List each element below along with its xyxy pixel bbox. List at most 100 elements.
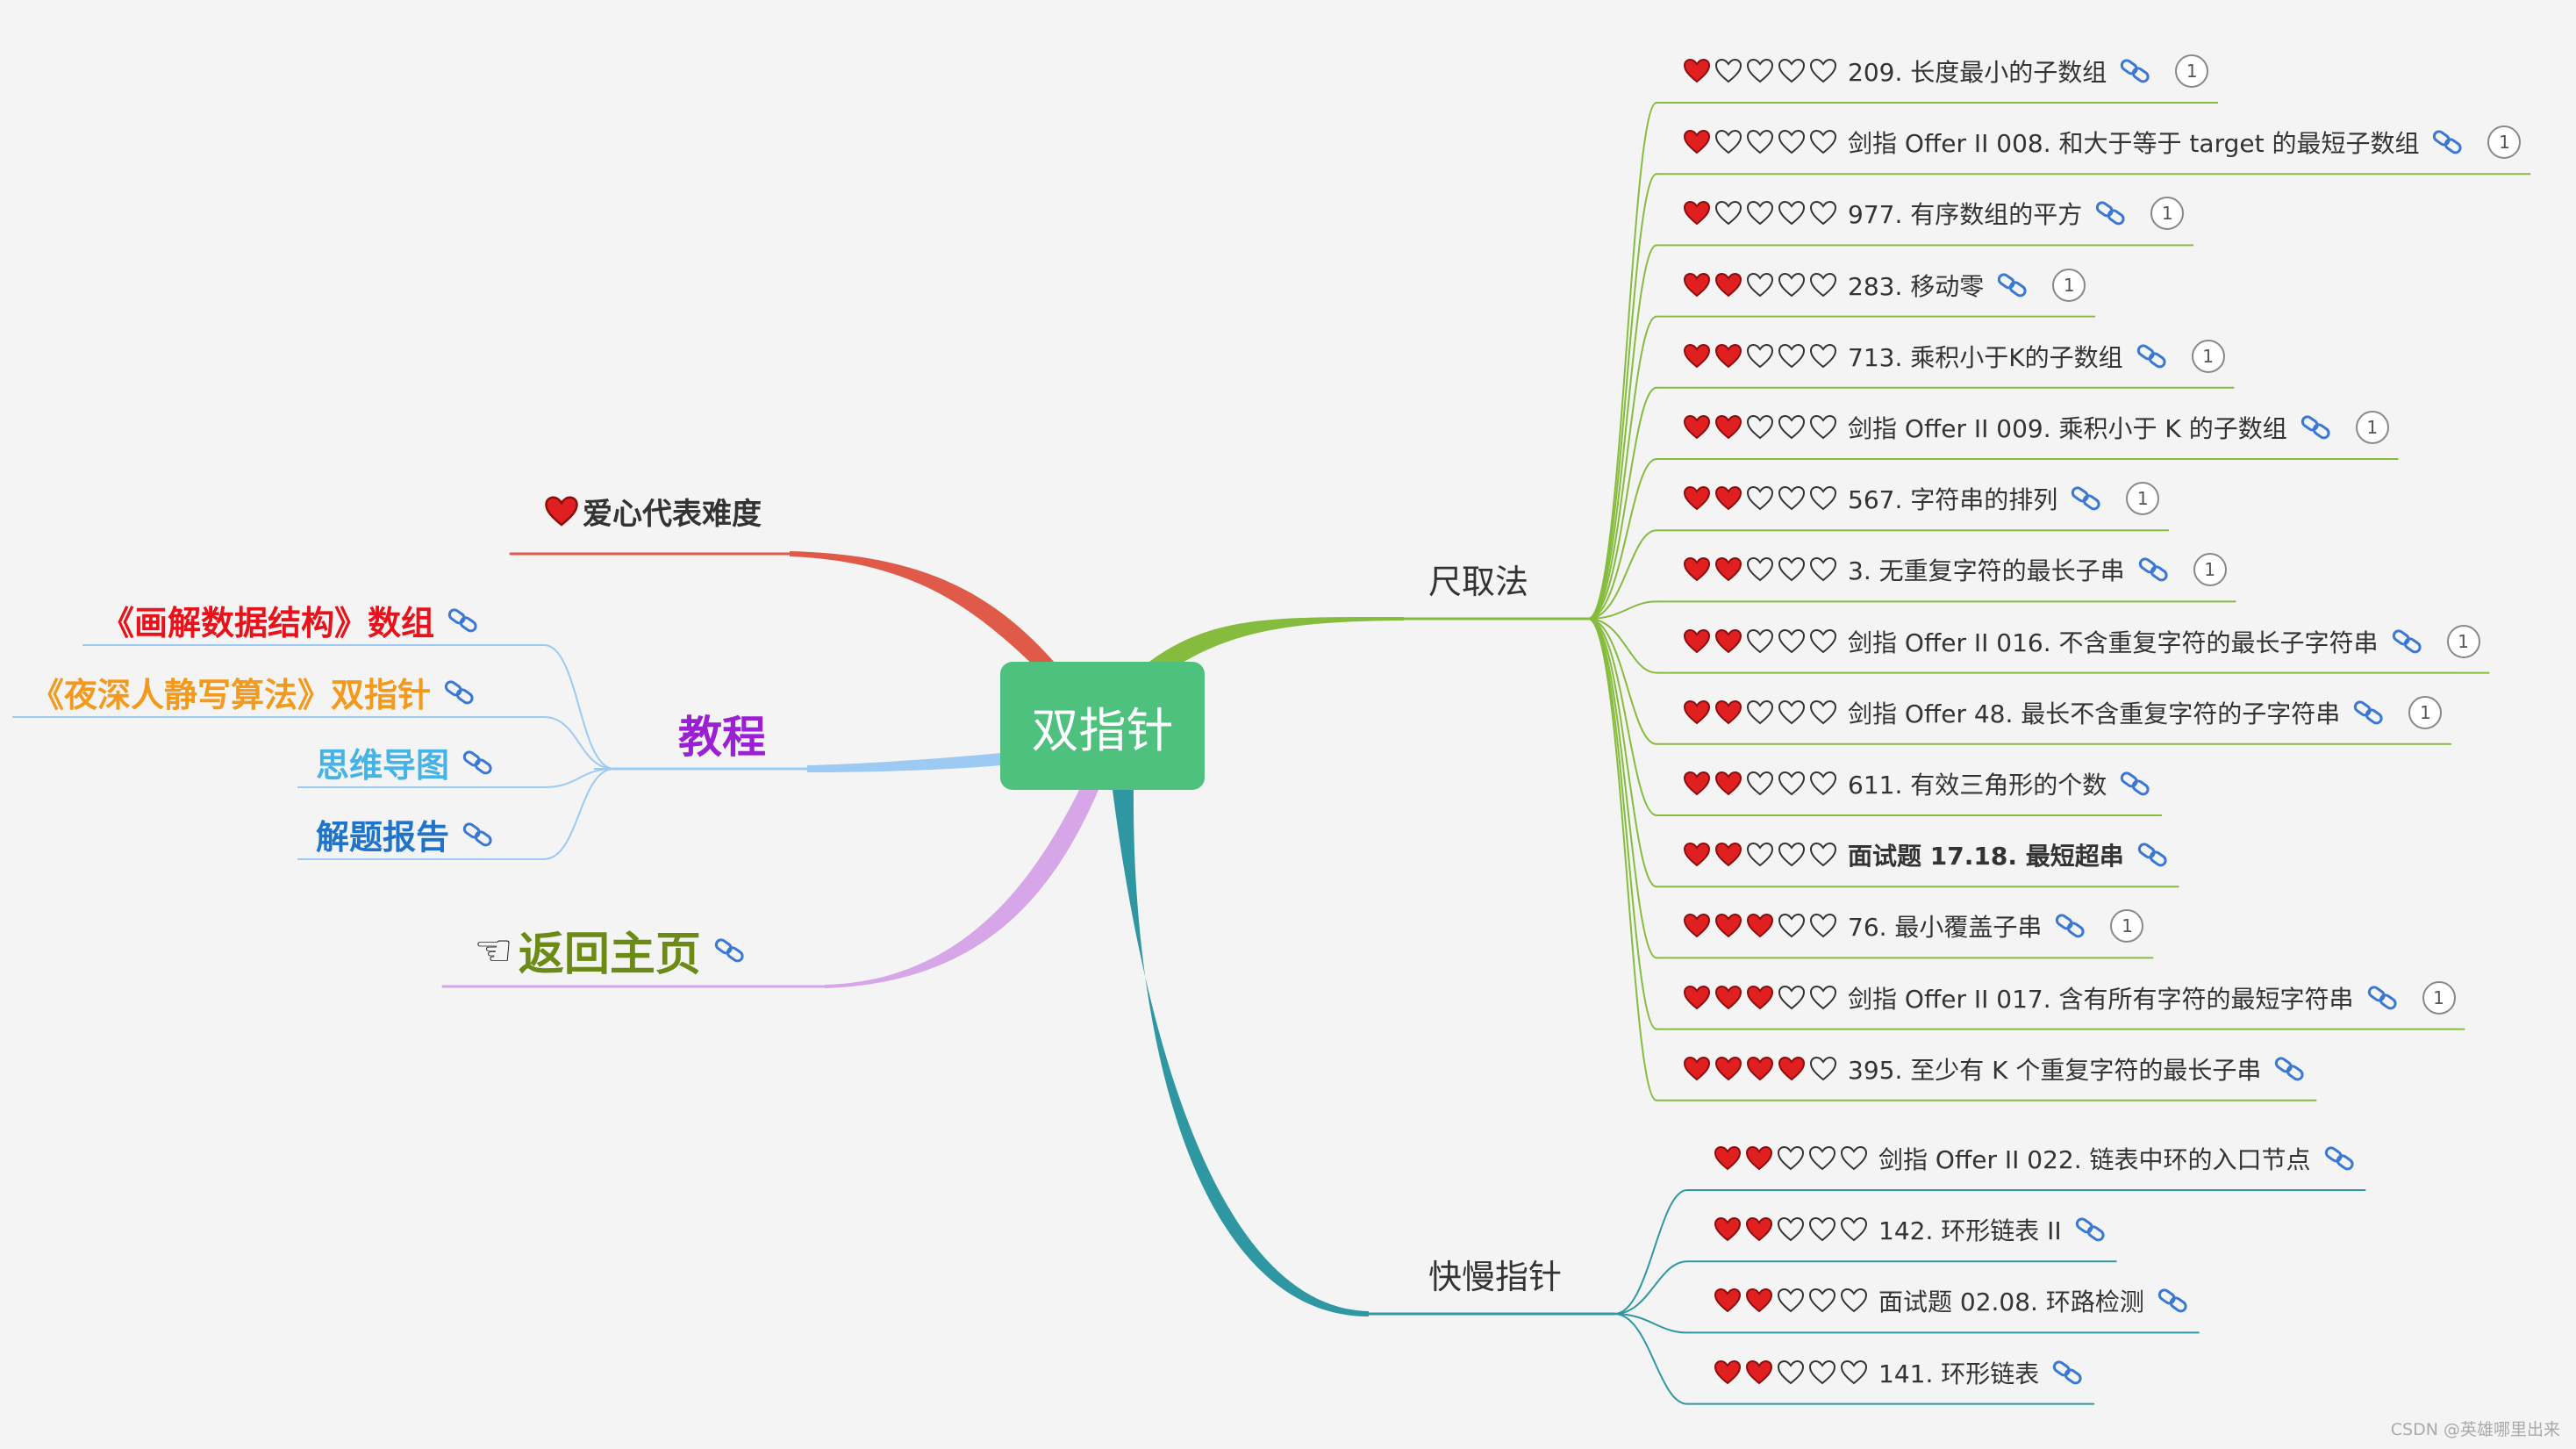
- leaf-node[interactable]: 209. 长度最小的子数组 1: [1683, 54, 2209, 89]
- filled-heart-icon: [1714, 557, 1742, 582]
- problem-title[interactable]: 567. 字符串的排列: [1848, 485, 2058, 515]
- link-icon[interactable]: [2352, 696, 2386, 729]
- legend-node[interactable]: 爱心代表难度: [544, 490, 762, 533]
- problem-title[interactable]: 713. 乘积小于K的子数组: [1848, 342, 2123, 372]
- problem-title[interactable]: 3. 无重复字符的最长子串: [1848, 556, 2125, 586]
- link-icon[interactable]: [713, 934, 747, 967]
- empty-heart-icon: [1809, 914, 1837, 938]
- link-icon[interactable]: [2054, 909, 2087, 943]
- link-icon[interactable]: [443, 676, 476, 709]
- link-icon[interactable]: [1996, 269, 2029, 302]
- branch-label-sliding[interactable]: 尺取法: [1428, 563, 1529, 601]
- link-icon[interactable]: [2137, 553, 2171, 586]
- problem-title[interactable]: 剑指 Offer II 008. 和大于等于 target 的最短子数组: [1848, 129, 2420, 159]
- tutorial-item[interactable]: 《夜深人静写算法》双指针: [31, 668, 476, 716]
- comment-count-badge[interactable]: 1: [2355, 411, 2389, 444]
- link-icon[interactable]: [2070, 482, 2103, 515]
- tutorial-link-text[interactable]: 《夜深人静写算法》双指针: [31, 676, 432, 714]
- tutorial-item[interactable]: 解题报告: [316, 810, 495, 858]
- problem-title[interactable]: 209. 长度最小的子数组: [1848, 58, 2107, 87]
- empty-heart-icon: [1778, 58, 1806, 83]
- home-node[interactable]: ☜返回主页: [474, 917, 747, 983]
- comment-count-badge[interactable]: 1: [2175, 54, 2209, 88]
- link-icon[interactable]: [447, 604, 480, 637]
- leaf-node[interactable]: 剑指 Offer 48. 最长不含重复字符的子字符串 1: [1683, 695, 2443, 730]
- comment-count-badge[interactable]: 1: [2408, 695, 2443, 729]
- link-icon[interactable]: [2323, 1142, 2357, 1175]
- leaf-node[interactable]: 76. 最小覆盖子串 1: [1683, 908, 2144, 943]
- problem-title[interactable]: 剑指 Offer II 009. 乘积小于 K 的子数组: [1848, 414, 2287, 443]
- link-icon[interactable]: [2431, 126, 2465, 159]
- root-node[interactable]: 双指针: [1000, 662, 1205, 790]
- link-icon[interactable]: [2136, 838, 2170, 872]
- tutorial-link-text[interactable]: 思维导图: [316, 746, 450, 785]
- comment-count-badge[interactable]: 1: [2191, 339, 2225, 373]
- empty-heart-icon: [1778, 914, 1806, 938]
- comment-count-badge[interactable]: 1: [2422, 980, 2456, 1015]
- problem-title[interactable]: 面试题 17.18. 最短超串: [1848, 842, 2124, 872]
- leaf-node[interactable]: 142. 环形链表 II: [1714, 1212, 2107, 1247]
- leaf-node[interactable]: 剑指 Offer II 017. 含有所有字符的最短字符串 1: [1683, 980, 2456, 1015]
- problem-title[interactable]: 剑指 Offer 48. 最长不含重复字符的子字符串: [1848, 699, 2341, 728]
- difficulty-hearts: [1683, 1055, 1837, 1083]
- leaf-connector: [1614, 1260, 1688, 1315]
- leaf-node[interactable]: 141. 环形链表: [1714, 1355, 2085, 1390]
- problem-title[interactable]: 面试题 02.08. 环路检测: [1878, 1288, 2144, 1317]
- comment-count-badge[interactable]: 1: [2052, 268, 2086, 302]
- problem-title[interactable]: 剑指 Offer II 016. 不含重复字符的最长子字符串: [1848, 628, 2379, 657]
- link-icon[interactable]: [2136, 340, 2169, 373]
- leaf-node[interactable]: 395. 至少有 K 个重复字符的最长子串: [1683, 1051, 2307, 1087]
- leaf-node[interactable]: 977. 有序数组的平方 1: [1683, 196, 2185, 231]
- problem-title[interactable]: 76. 最小覆盖子串: [1848, 913, 2043, 943]
- leaf-node[interactable]: 剑指 Offer II 022. 链表中环的入口节点: [1714, 1141, 2357, 1176]
- link-icon[interactable]: [462, 818, 495, 851]
- empty-heart-icon: [1808, 1359, 1836, 1384]
- link-icon[interactable]: [462, 746, 495, 779]
- tutorial-link-text[interactable]: 解题报告: [316, 818, 450, 857]
- branch-label-fastslow[interactable]: 快慢指针: [1428, 1258, 1563, 1296]
- comment-count-badge[interactable]: 1: [2446, 624, 2480, 658]
- comment-count-badge[interactable]: 1: [2110, 909, 2144, 943]
- leaf-node[interactable]: 面试题 17.18. 最短超串: [1683, 837, 2170, 872]
- leaf-node[interactable]: 567. 字符串的排列 1: [1683, 481, 2160, 516]
- tutorial-item[interactable]: 《画解数据结构》数组: [101, 596, 480, 644]
- filled-heart-icon: [1683, 414, 1711, 440]
- problem-title[interactable]: 977. 有序数组的平方: [1848, 200, 2083, 230]
- filled-heart-icon: [1714, 914, 1742, 938]
- leaf-node[interactable]: 剑指 Offer II 009. 乘积小于 K 的子数组 1: [1683, 410, 2389, 445]
- link-icon[interactable]: [2157, 1284, 2190, 1317]
- link-icon[interactable]: [2119, 767, 2152, 800]
- problem-title[interactable]: 142. 环形链表 II: [1878, 1216, 2062, 1246]
- comment-count-badge[interactable]: 1: [2193, 553, 2227, 587]
- link-icon[interactable]: [2391, 625, 2424, 658]
- leaf-node[interactable]: 面试题 02.08. 环路检测: [1714, 1283, 2190, 1318]
- home-label[interactable]: 返回主页: [518, 929, 701, 981]
- link-icon[interactable]: [2273, 1052, 2307, 1086]
- leaf-node[interactable]: 3. 无重复字符的最长子串 1: [1683, 552, 2227, 587]
- leaf-node[interactable]: 剑指 Offer II 008. 和大于等于 target 的最短子数组 1: [1683, 125, 2522, 160]
- tutorial-link-text[interactable]: 《画解数据结构》数组: [101, 604, 435, 642]
- problem-title[interactable]: 611. 有效三角形的个数: [1848, 771, 2107, 800]
- leaf-node[interactable]: 713. 乘积小于K的子数组 1: [1683, 339, 2225, 374]
- empty-heart-icon: [1809, 58, 1837, 83]
- tutorial-item[interactable]: 思维导图: [316, 738, 495, 786]
- comment-count-badge[interactable]: 1: [2126, 482, 2160, 516]
- problem-title[interactable]: 剑指 Offer II 017. 含有所有字符的最短字符串: [1848, 984, 2354, 1014]
- leaf-node[interactable]: 剑指 Offer II 016. 不含重复字符的最长子字符串 1: [1683, 624, 2480, 659]
- leaf-node[interactable]: 611. 有效三角形的个数: [1683, 766, 2152, 801]
- link-icon[interactable]: [2366, 981, 2400, 1015]
- problem-title[interactable]: 283. 移动零: [1848, 271, 1985, 301]
- problem-title[interactable]: 395. 至少有 K 个重复字符的最长子串: [1848, 1055, 2262, 1085]
- leaf-node[interactable]: 283. 移动零 1: [1683, 268, 2086, 303]
- link-icon[interactable]: [2074, 1213, 2107, 1246]
- difficulty-hearts: [1683, 128, 1837, 156]
- branch-label-tutorial[interactable]: 教程: [678, 712, 766, 763]
- link-icon[interactable]: [2119, 54, 2152, 88]
- problem-title[interactable]: 141. 环形链表: [1878, 1359, 2040, 1388]
- problem-title[interactable]: 剑指 Offer II 022. 链表中环的入口节点: [1878, 1145, 2311, 1174]
- link-icon[interactable]: [2051, 1356, 2085, 1389]
- comment-count-badge[interactable]: 1: [2150, 197, 2185, 231]
- comment-count-badge[interactable]: 1: [2487, 126, 2522, 160]
- link-icon[interactable]: [2094, 197, 2128, 230]
- link-icon[interactable]: [2300, 411, 2333, 444]
